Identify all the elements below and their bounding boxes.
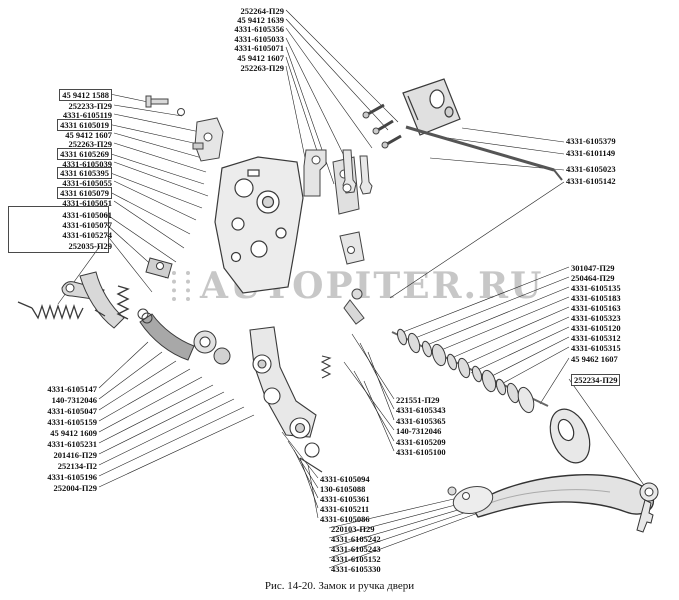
part-label: 252134-П2 xyxy=(57,461,97,471)
part-label: 4331-6105361 xyxy=(320,494,370,504)
part-label: 221551-П29 xyxy=(396,395,440,405)
part-label: 252004-П29 xyxy=(53,483,97,493)
watermark-dots-icon xyxy=(186,271,190,301)
door-handle xyxy=(471,474,655,518)
part-label: 45 9412 1607 xyxy=(65,130,112,140)
door-key xyxy=(636,482,659,533)
part-label: 4331-6105120 xyxy=(571,323,621,333)
levers-and-springs xyxy=(61,257,231,365)
shaft-with-washers xyxy=(391,328,549,414)
part-label: 4331-6105231 xyxy=(47,439,97,449)
part-label: 4331-6105312 xyxy=(571,333,621,343)
part-label: 4331-6105100 xyxy=(396,447,446,457)
part-label: 4331 6105019 xyxy=(57,119,112,131)
long-spring xyxy=(17,301,106,321)
small-screws xyxy=(362,103,402,149)
part-label: 45 9412 1607 xyxy=(237,53,284,63)
part-label: 4331 6105079 xyxy=(57,187,112,199)
part-label: 252233-П29 xyxy=(68,101,112,111)
part-label: 45 9412 1609 xyxy=(50,428,97,438)
part-label: 252234-П29 xyxy=(571,374,621,386)
part-label: 252263-П29 xyxy=(240,63,284,73)
part-label: 4331-6105094 xyxy=(320,474,370,484)
part-label: 4331 6105395 xyxy=(57,167,112,179)
part-label: 4331-6105211 xyxy=(320,504,370,514)
part-label: 4331-6105135 xyxy=(571,283,621,293)
center-brackets xyxy=(303,149,365,325)
part-label: 4331 6105269 xyxy=(57,148,112,160)
part-label: 140-7312046 xyxy=(396,426,442,436)
part-label: 4331-6105209 xyxy=(396,437,446,447)
part-label: 4331-6105365 xyxy=(396,416,446,426)
label-group-box xyxy=(8,206,109,253)
part-label: 4331-6105274 xyxy=(62,230,112,240)
part-label: 252035-П29 xyxy=(68,241,112,251)
part-label: 4331-6105061 xyxy=(62,210,112,220)
part-label: 4331-6105152 xyxy=(331,554,381,564)
watermark-dots-icon xyxy=(172,271,176,301)
lock-body xyxy=(214,156,304,294)
part-label: 4331-6105039 xyxy=(62,159,112,169)
lock-cylinder-housing xyxy=(402,78,461,136)
figure-caption: Рис. 14-20. Замок и ручка двери xyxy=(264,580,415,592)
part-label: 4331-6105242 xyxy=(331,534,381,544)
part-label: 45 9412 1639 xyxy=(237,15,284,25)
part-label: 45 9412 1588 xyxy=(59,89,112,101)
part-label: 4331-6105142 xyxy=(566,176,616,186)
part-label: 4331-6105183 xyxy=(571,293,621,303)
keys xyxy=(342,149,373,195)
part-label: 4331-6105055 xyxy=(62,178,112,188)
part-label: 4331-6105159 xyxy=(47,417,97,427)
part-label: 4331-6105119 xyxy=(62,110,112,120)
part-label: 250464-П29 xyxy=(571,273,615,283)
part-label: 4331-6105071 xyxy=(234,43,284,53)
part-label: 201416-П29 xyxy=(53,450,97,460)
part-label: 4331-6101149 xyxy=(566,148,616,158)
part-label: 4331-6105196 xyxy=(47,472,97,482)
part-label: 4331-6105086 xyxy=(320,514,370,524)
part-label: 4331-6105379 xyxy=(566,136,616,146)
part-label: 4331-6105047 xyxy=(47,406,97,416)
part-label: 4331-6105033 xyxy=(234,34,284,44)
leader-lines xyxy=(57,9,647,569)
screw-upper-left xyxy=(145,95,185,116)
part-label: 4331-6105315 xyxy=(571,343,621,353)
upper-bracket xyxy=(192,117,224,162)
part-label: 4331-6105243 xyxy=(331,544,381,554)
part-label: 4331-6105323 xyxy=(571,313,621,323)
part-label: 4331-6105343 xyxy=(396,405,446,415)
striker-plate xyxy=(447,485,494,515)
part-label: 252263-П29 xyxy=(68,139,112,149)
part-label: 4331-6105330 xyxy=(331,564,381,574)
part-label: 4331-6105077 xyxy=(62,220,112,230)
part-label: 4331-6105163 xyxy=(571,303,621,313)
part-label: 4331-6105147 xyxy=(47,384,97,394)
part-label: 4331-6105051 xyxy=(62,198,112,208)
part-label: 140-7312046 xyxy=(51,395,97,405)
handle-escutcheon xyxy=(549,408,591,464)
part-label: 220103-П29 xyxy=(331,524,375,534)
lock-inner-mechanism xyxy=(249,326,332,473)
part-label: 4331-6105023 xyxy=(566,164,616,174)
part-label: 4331-6105356 xyxy=(234,24,284,34)
connecting-rod xyxy=(405,125,563,181)
part-label: 252264-П29 xyxy=(240,6,284,16)
part-label: 45 9462 1607 xyxy=(571,354,618,364)
part-label: 130-6105088 xyxy=(320,484,366,494)
part-label: 301047-П29 xyxy=(571,263,615,273)
